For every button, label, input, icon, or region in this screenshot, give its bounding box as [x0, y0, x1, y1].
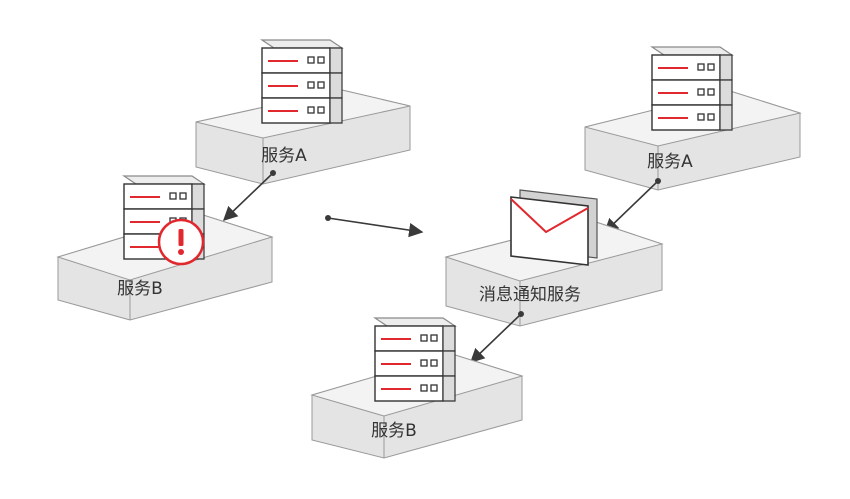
server-icon	[651, 46, 733, 131]
arrow-a-to-notification	[603, 178, 661, 233]
server-icon	[374, 317, 456, 402]
server-icon	[261, 39, 343, 124]
arrow-a-to-b	[222, 170, 276, 221]
service-a-label: 服务A	[647, 152, 693, 172]
service-a-label: 服务A	[261, 146, 307, 166]
service-b-label: 服务B	[117, 279, 163, 299]
error-icon	[157, 218, 205, 266]
notification-service-label: 消息通知服务	[479, 285, 581, 305]
transition-arrow-icon	[325, 215, 424, 238]
arrow-notification-to-b	[469, 311, 524, 363]
service-b-label: 服务B	[371, 421, 417, 441]
envelope-icon	[510, 189, 598, 266]
